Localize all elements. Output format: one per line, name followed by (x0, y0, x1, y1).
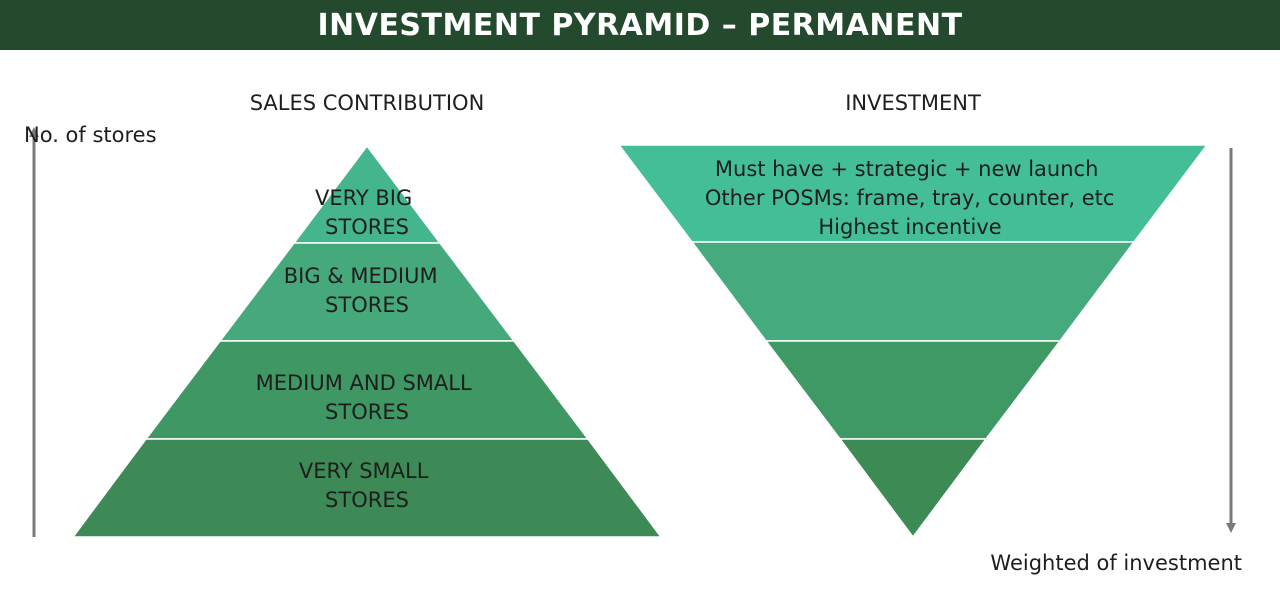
pyramid-label-medium-small-line2: STORES (325, 400, 409, 424)
investment-top-layer-text: Must have + strategic + new launch Other… (705, 157, 1121, 239)
pyramid-label-very-small-line1: VERY SMALL (299, 459, 429, 483)
pyramid-label-big-medium-line1: BIG & MEDIUM (284, 264, 438, 288)
pyramid-label-big-medium-line2: STORES (325, 293, 409, 317)
pyramid-label-very-big: VERY BIG STORES (315, 186, 419, 239)
page-title: INVESTMENT PYRAMID – PERMANENT (317, 7, 963, 43)
inverted-layer-4 (838, 438, 988, 539)
pyramid-label-very-big-line1: VERY BIG (315, 186, 412, 210)
investment-axis-label: Weighted of investment (990, 551, 1242, 575)
pyramid-label-medium-small-line1: MEDIUM AND SMALL (256, 371, 472, 395)
pyramid-label-big-medium: BIG & MEDIUM STORES (284, 264, 445, 317)
pyramid-label-very-small: VERY SMALL STORES (299, 459, 435, 512)
title-bar: INVESTMENT PYRAMID – PERMANENT (0, 0, 1280, 50)
pyramid-layer-very-small (71, 438, 663, 538)
investment-line-2: Other POSMs: frame, tray, counter, etc (705, 186, 1115, 210)
pyramid-label-very-big-line2: STORES (325, 215, 409, 239)
investment-heading: INVESTMENT (845, 91, 981, 115)
stores-axis-label: No. of stores (24, 123, 157, 147)
investment-line-1: Must have + strategic + new launch (715, 157, 1099, 181)
pyramid-layer-big-medium (218, 242, 516, 342)
pyramid-label-medium-small: MEDIUM AND SMALL STORES (256, 371, 479, 424)
inverted-layer-3 (764, 340, 1062, 440)
investment-line-3: Highest incentive (818, 215, 1001, 239)
inverted-layer-2 (690, 241, 1136, 342)
sales-contribution-heading: SALES CONTRIBUTION (250, 91, 485, 115)
pyramid-label-very-small-line2: STORES (325, 488, 409, 512)
